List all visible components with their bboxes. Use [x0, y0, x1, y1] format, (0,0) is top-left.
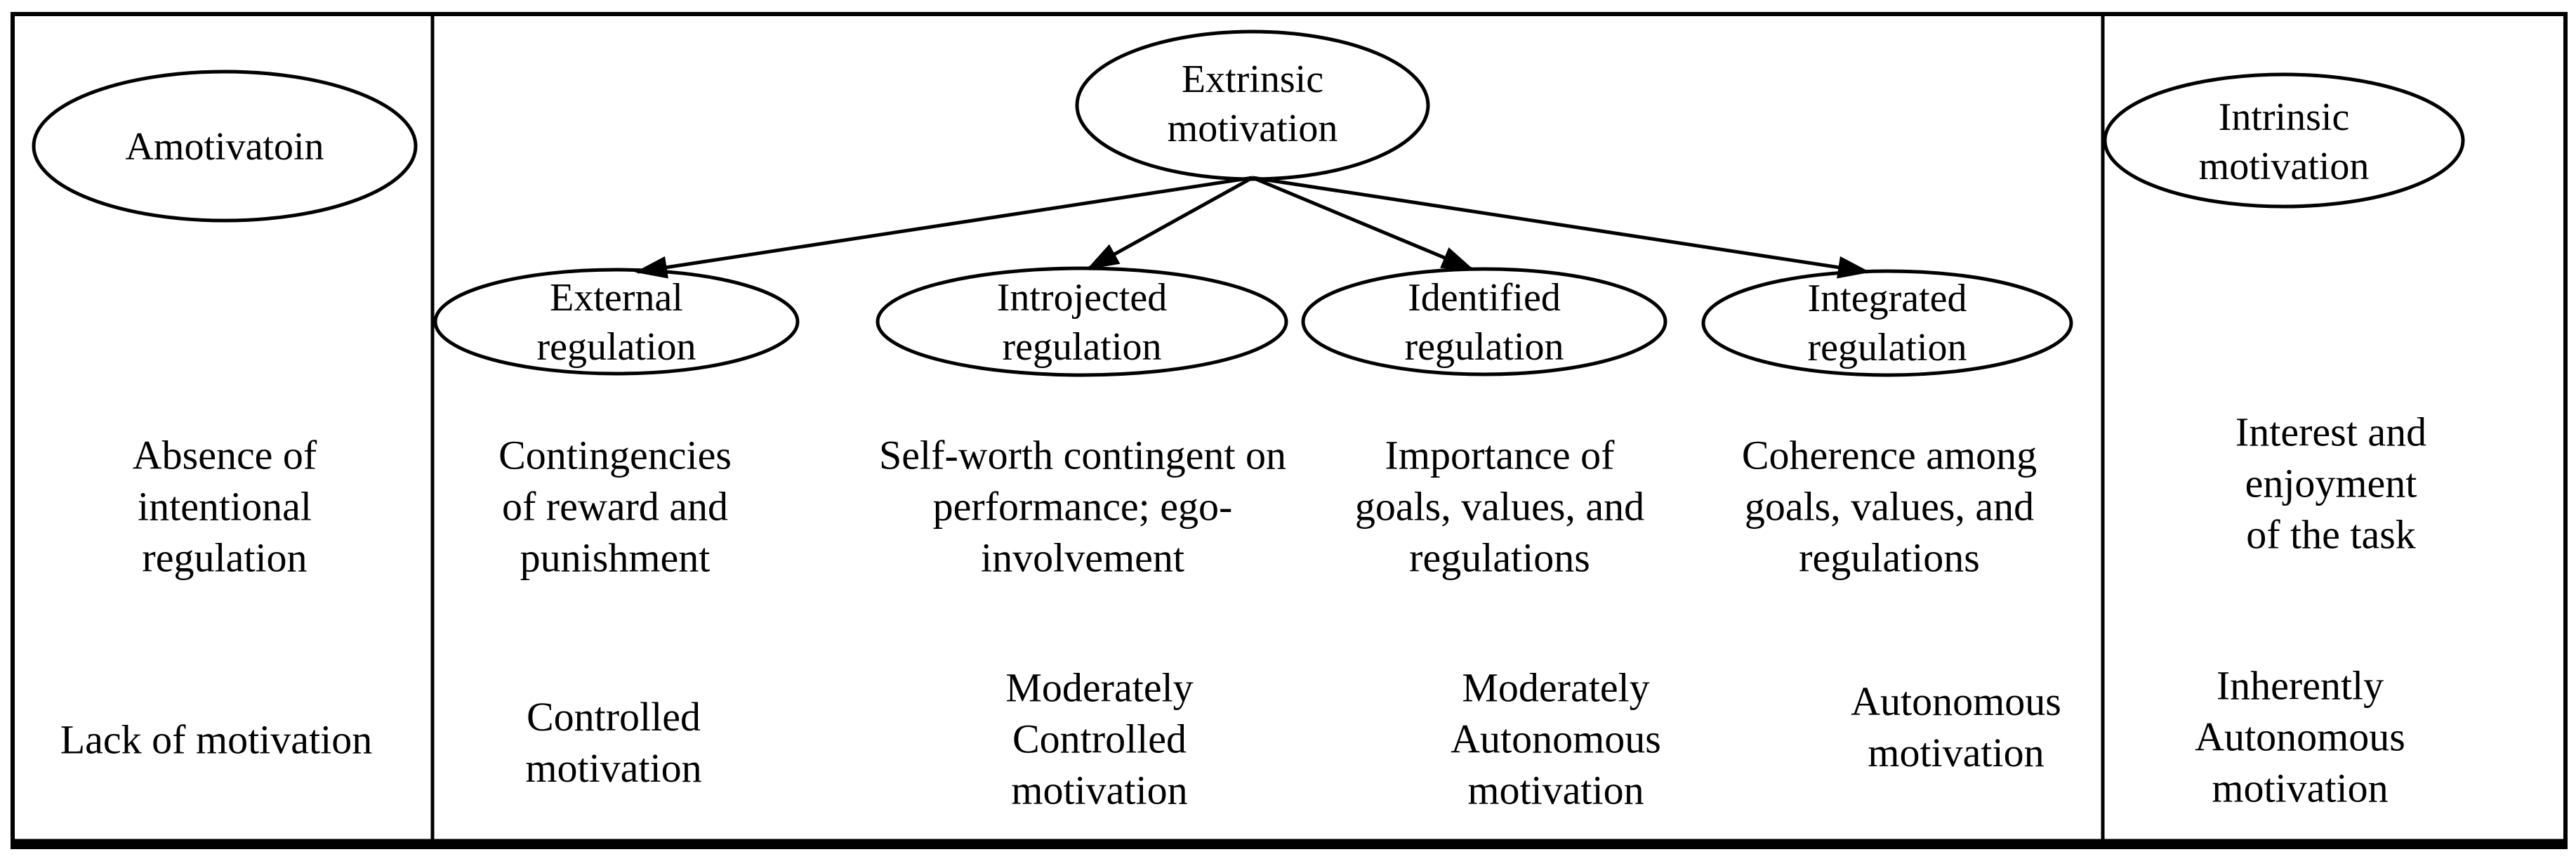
label-external-regulation: External regulation — [536, 276, 696, 369]
label-identified-regulation: Identified regulation — [1404, 276, 1564, 369]
ellipse-external-regulation — [433, 268, 800, 376]
ellipse-integrated-regulation — [1701, 269, 2073, 377]
desc-integrated-regulation: Coherence among goals, values, and regul… — [1741, 432, 2037, 581]
type-external-regulation: Controlled motivation — [525, 694, 702, 791]
arrow-extrinsic-to-integrated-regulation — [1252, 176, 1870, 279]
type-amotivation: Lack of motivation — [60, 716, 373, 763]
ellipse-identified-regulation — [1301, 267, 1667, 376]
desc-amotivation: Absence of intentional regulation — [132, 432, 317, 581]
desc-intrinsic-motivation: Interest and enjoyment of the task — [2235, 409, 2427, 558]
ellipse-amotivation — [32, 70, 418, 223]
type-introjected-regulation: Moderately Controlled motivation — [1005, 664, 1194, 813]
type-integrated-regulation: Autonomous motivation — [1851, 678, 2061, 775]
type-identified-regulation: Moderately Autonomous motivation — [1451, 664, 1661, 813]
desc-introjected-regulation: Self-worth contingent on performance; eg… — [879, 432, 1286, 581]
label-intrinsic-motivation: Intrinsic motivation — [2198, 96, 2370, 188]
arrow-extrinsic-to-introjected-regulation — [1086, 176, 1254, 270]
type-intrinsic-motivation: Inherently Autonomous motivation — [2195, 662, 2405, 811]
arrow-extrinsic-to-identified-regulation — [1252, 176, 1474, 271]
label-amotivation: Amotivatoin — [125, 125, 324, 169]
ellipse-intrinsic-motivation — [2103, 72, 2465, 209]
arrow-extrinsic-to-external-regulation — [635, 176, 1253, 279]
label-extrinsic-motivation: Extrinsic motivation — [1167, 58, 1338, 150]
label-introjected-regulation: Introjected regulation — [996, 276, 1168, 369]
ellipse-introjected-regulation — [876, 266, 1288, 377]
label-integrated-regulation: Integrated regulation — [1807, 277, 1967, 369]
desc-external-regulation: Contingencies of reward and punishment — [498, 432, 732, 581]
ellipse-extrinsic-motivation — [1075, 29, 1430, 181]
desc-identified-regulation: Importance of goals, values, and regulat… — [1354, 432, 1645, 581]
